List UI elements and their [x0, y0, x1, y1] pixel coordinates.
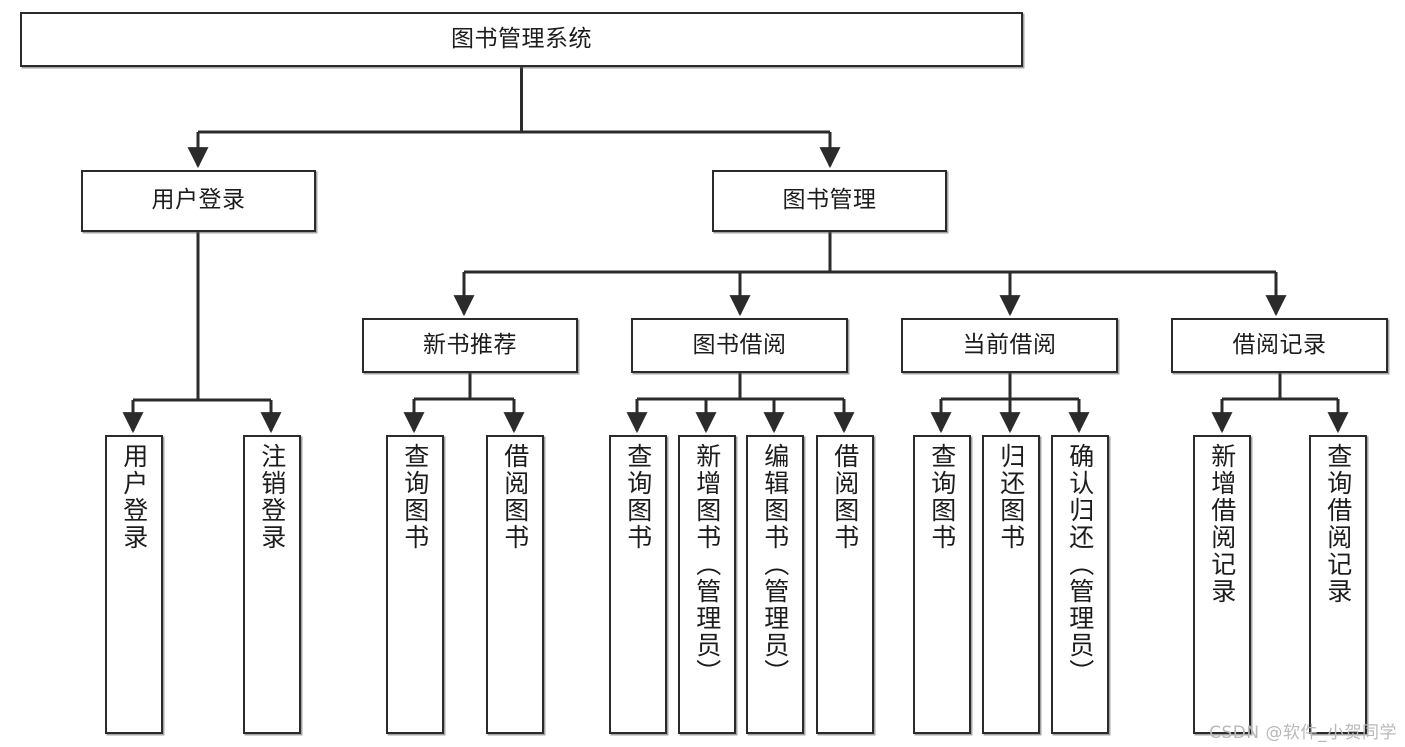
- node-user-login[interactable]: 用户登录: [81, 170, 316, 232]
- node-borrow-record[interactable]: 借阅记录: [1171, 318, 1388, 373]
- node-leaf-user-login[interactable]: 用户登录: [105, 435, 163, 734]
- node-label: 查询借阅记录: [1323, 443, 1353, 605]
- node-label: 当前借阅: [962, 331, 1057, 358]
- node-label: 借阅记录: [1232, 331, 1327, 358]
- node-label: 查询图书: [400, 443, 430, 551]
- node-label: 确认归还（管理员）: [1065, 443, 1095, 686]
- node-label: 归还图书: [996, 443, 1026, 551]
- node-label: 查询图书: [623, 443, 653, 551]
- node-leaf-add-borrow-record[interactable]: 新增借阅记录: [1193, 435, 1251, 734]
- node-book-borrow[interactable]: 图书借阅: [631, 318, 848, 373]
- node-leaf-edit-book[interactable]: 编辑图书（管理员）: [746, 435, 804, 734]
- node-book-management[interactable]: 图书管理: [712, 170, 947, 232]
- node-label: 新增借阅记录: [1207, 443, 1237, 605]
- node-label: 用户登录: [151, 187, 246, 214]
- node-new-book-recommend[interactable]: 新书推荐: [362, 318, 578, 373]
- node-label: 图书管理: [782, 187, 877, 214]
- node-leaf-logout-login[interactable]: 注销登录: [243, 435, 301, 734]
- node-label: 查询图书: [927, 443, 957, 551]
- node-leaf-add-book[interactable]: 新增图书（管理员）: [678, 435, 736, 734]
- node-current-borrow[interactable]: 当前借阅: [901, 318, 1118, 373]
- csdn-watermark: CSDN @软件_小贺同学: [1209, 723, 1397, 743]
- node-label: 借阅图书: [830, 443, 860, 551]
- node-label: 借阅图书: [500, 443, 530, 551]
- node-leaf-borrow-book-2[interactable]: 借阅图书: [816, 435, 874, 734]
- node-label: 新增图书（管理员）: [692, 443, 722, 686]
- node-leaf-query-book-1[interactable]: 查询图书: [386, 435, 444, 734]
- node-label: 注销登录: [257, 443, 287, 551]
- node-leaf-borrow-book-1[interactable]: 借阅图书: [486, 435, 544, 734]
- node-root-system[interactable]: 图书管理系统: [20, 12, 1023, 67]
- node-leaf-return-book[interactable]: 归还图书: [982, 435, 1040, 734]
- node-label: 新书推荐: [423, 331, 517, 358]
- node-leaf-query-book-2[interactable]: 查询图书: [609, 435, 667, 734]
- node-label: 图书管理系统: [451, 25, 592, 52]
- node-label: 编辑图书（管理员）: [760, 443, 790, 686]
- node-label: 用户登录: [119, 443, 149, 551]
- node-leaf-confirm-return[interactable]: 确认归还（管理员）: [1051, 435, 1109, 734]
- node-leaf-query-book-3[interactable]: 查询图书: [913, 435, 971, 734]
- node-leaf-query-borrow-record[interactable]: 查询借阅记录: [1309, 435, 1367, 734]
- node-label: 图书借阅: [692, 331, 787, 358]
